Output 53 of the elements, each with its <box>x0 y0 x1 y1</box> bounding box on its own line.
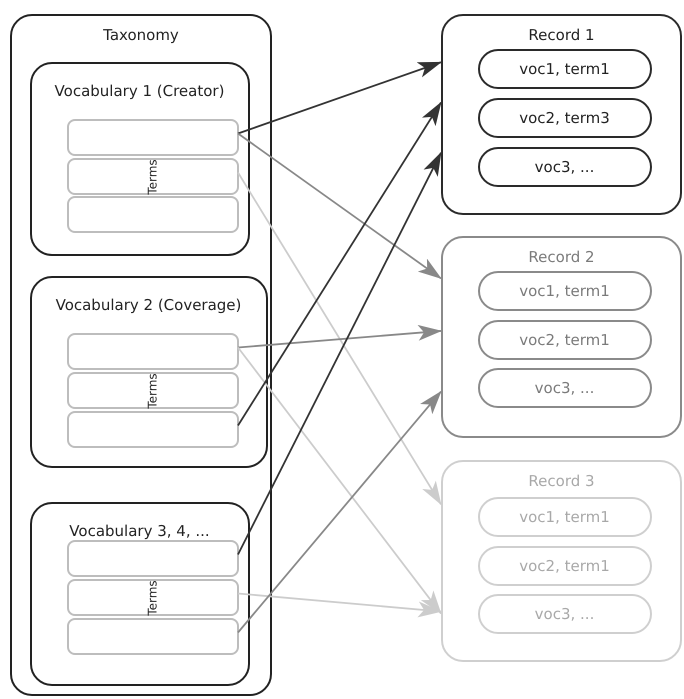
pill-text: voc2, term1 <box>519 330 610 348</box>
pill-text: voc1, term1 <box>519 508 610 526</box>
group-box <box>30 62 250 256</box>
arrow <box>238 61 442 134</box>
term-pill <box>478 98 652 138</box>
term-slot <box>67 119 239 156</box>
group-title: Vocabulary 1 (Creator) <box>54 82 224 100</box>
arrow <box>237 102 442 426</box>
group-title: Record 1 <box>528 26 595 44</box>
term-slot <box>67 372 239 409</box>
group-title: Record 2 <box>528 248 595 266</box>
term-slot <box>67 411 239 448</box>
pill-text: voc2, term1 <box>519 556 610 574</box>
term-slot <box>67 540 239 577</box>
arrow <box>237 152 442 555</box>
record-box <box>441 236 682 438</box>
group-title: Vocabulary 3, 4, ... <box>69 522 210 540</box>
group-box <box>30 276 268 468</box>
arrow <box>237 132 442 280</box>
term-pill <box>478 594 652 634</box>
rotated-label: Terms <box>146 580 160 616</box>
record-box <box>441 14 682 215</box>
term-pill <box>478 368 652 408</box>
group-title: Record 3 <box>528 472 595 490</box>
group-title: Vocabulary 2 (Coverage) <box>56 296 242 314</box>
term-slot <box>67 618 239 655</box>
pill-text: voc3, ... <box>534 604 594 622</box>
record-box <box>441 460 682 662</box>
term-pill <box>478 320 652 360</box>
term-pill <box>478 546 652 586</box>
arrow <box>238 324 442 348</box>
arrow <box>237 390 442 634</box>
arrow <box>237 172 442 506</box>
term-slot <box>67 196 239 233</box>
term-slot <box>67 579 239 616</box>
term-pill <box>478 270 652 310</box>
term-pill <box>478 146 652 186</box>
term-slot <box>67 333 239 370</box>
group-box <box>30 502 250 686</box>
group-title: Taxonomy <box>103 26 179 44</box>
pill-text: voc3, ... <box>534 158 594 176</box>
rotated-label: Terms <box>146 372 160 408</box>
pill-text: voc3, ... <box>534 378 594 396</box>
arrow <box>238 592 442 618</box>
term-pill <box>478 48 652 88</box>
pill-text: voc1, term1 <box>519 282 610 300</box>
term-slot <box>67 158 239 195</box>
pill-text: voc2, term3 <box>519 108 610 126</box>
rotated-label: Terms <box>146 158 160 194</box>
pill-text: voc1, term1 <box>519 60 610 78</box>
arrow <box>237 346 442 614</box>
group-box <box>10 14 272 696</box>
term-pill <box>478 496 652 536</box>
